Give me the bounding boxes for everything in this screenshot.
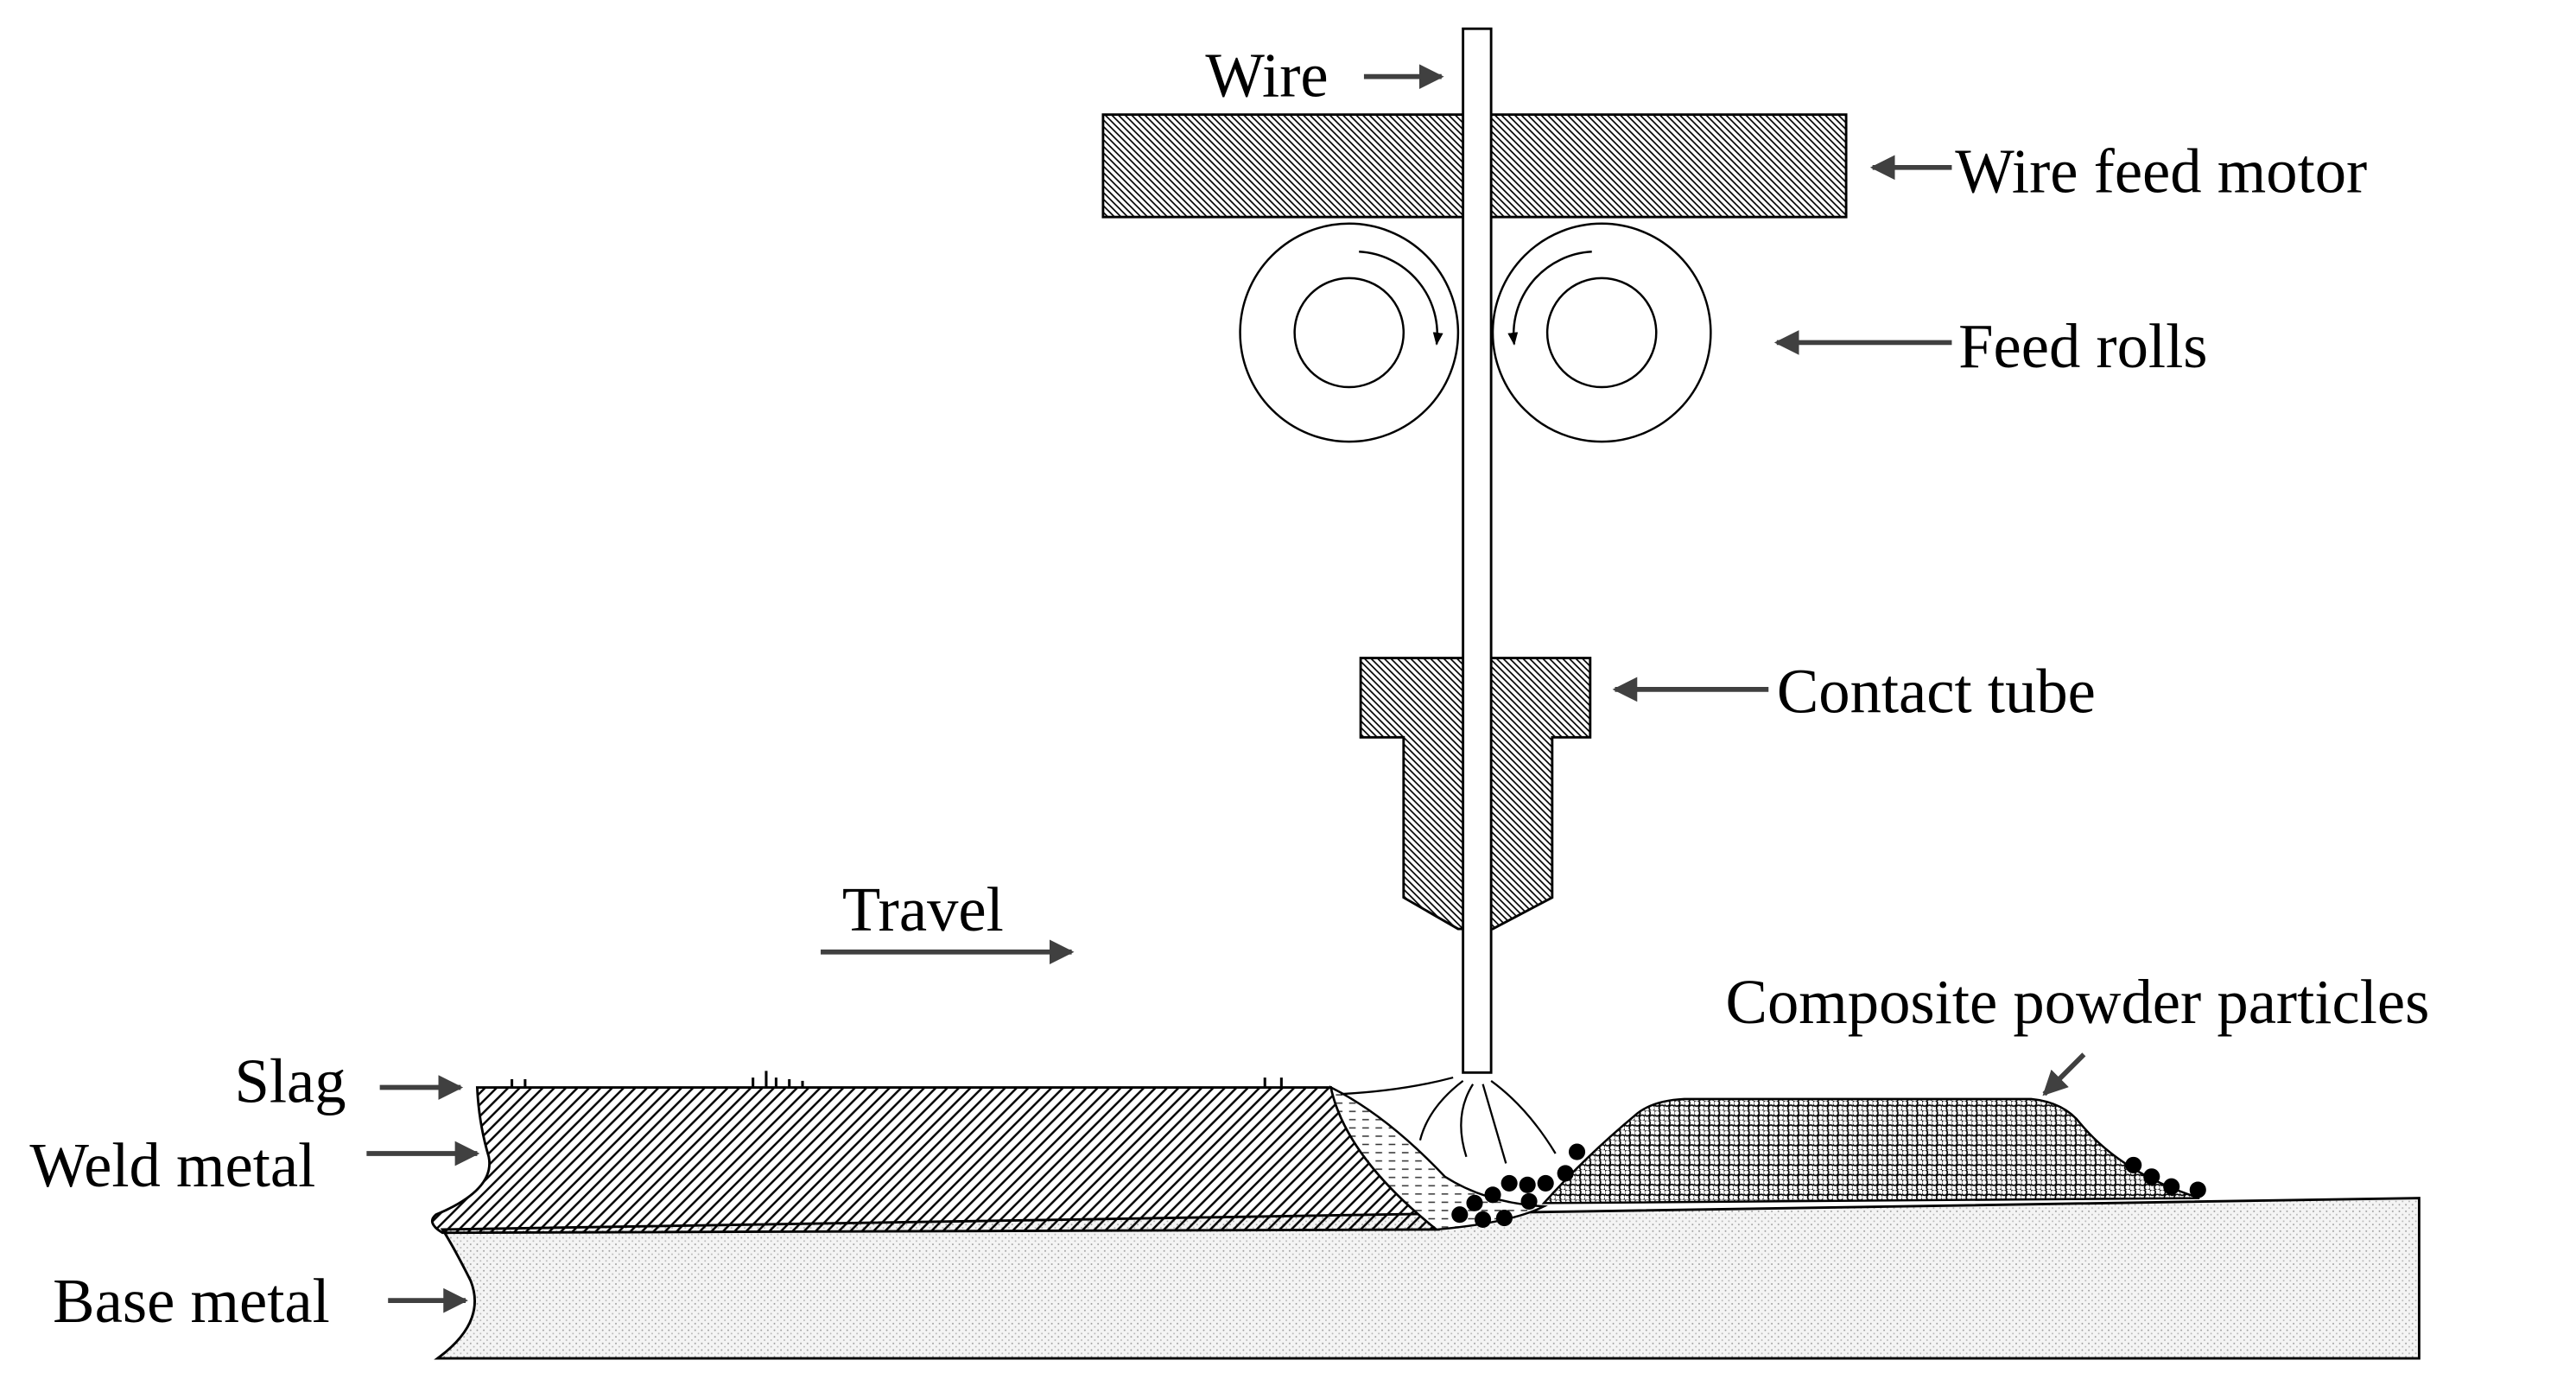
- wire-feed-motor-label: Wire feed motor: [1955, 136, 2367, 206]
- label-arrows: [366, 64, 2086, 1313]
- travel-label: Travel: [842, 874, 1004, 944]
- slag-label: Slag: [234, 1046, 346, 1116]
- wire-label: Wire: [1205, 41, 1328, 111]
- molten-weld-pool: [1329, 1085, 1549, 1231]
- base-metal-label: Base metal: [53, 1266, 330, 1336]
- feed-rolls-label: Feed rolls: [1958, 311, 2207, 381]
- composite-powder-particles-label: Composite powder particles: [1726, 967, 2430, 1037]
- feed-roll-left: [1239, 222, 1460, 443]
- weld-metal-label: Weld metal: [29, 1130, 315, 1200]
- arc-lines: [1341, 1076, 1557, 1164]
- weld-metal-bead: [430, 1086, 1441, 1235]
- wire-electrode: [1462, 27, 1493, 1074]
- composite-powder-layer: [1541, 1097, 2200, 1204]
- feed-roll-right: [1491, 222, 1712, 443]
- base-metal-plate: [434, 1197, 2421, 1360]
- slag-bits: [511, 1071, 1283, 1088]
- contact-tube-label: Contact tube: [1777, 657, 2096, 727]
- composite-powder-arrow: [2042, 1052, 2086, 1096]
- powder-particles: [1451, 1143, 2206, 1229]
